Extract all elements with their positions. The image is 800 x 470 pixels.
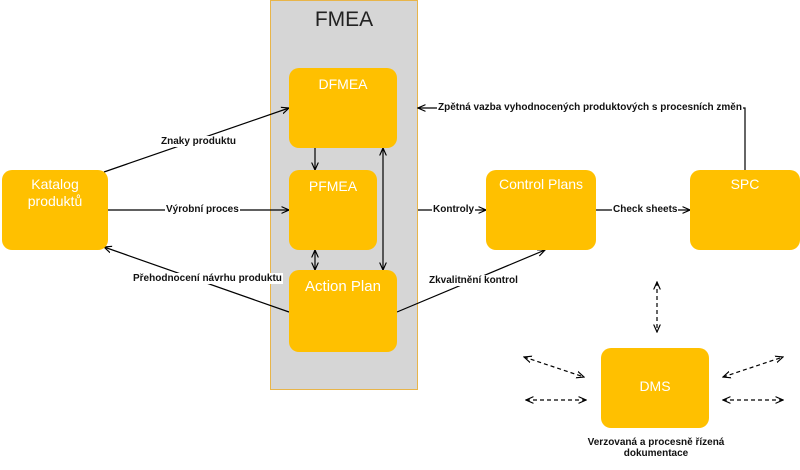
label-znaky-produktu: Znaky produktu — [160, 136, 238, 147]
label-prehodnoceni: Přehodnocení návrhu produktu — [132, 273, 283, 284]
label-vyrobni-proces: Výrobní proces — [165, 204, 240, 215]
dms-caption-line1: Verzovaná a procesně řízená — [587, 437, 725, 448]
dashed-arrow-dms-left-upper — [524, 357, 584, 377]
fmea-title: FMEA — [314, 8, 374, 31]
spc-box: SPC — [690, 170, 800, 250]
label-kontroly: Kontroly — [432, 204, 476, 215]
label-check-sheets: Check sheets — [612, 204, 679, 215]
spc-label: SPC — [730, 176, 760, 192]
dms-label: DMS — [639, 378, 671, 394]
dms-caption-line2: dokumentace — [623, 448, 689, 459]
control-plans-box: Control Plans — [486, 170, 596, 250]
pfmea-box: PFMEA — [289, 170, 377, 250]
dfmea-box: DFMEA — [289, 68, 397, 148]
action-plan-label: Action Plan — [305, 278, 381, 295]
dms-box: DMS — [601, 348, 709, 428]
label-zkvalitneni: Zkvalitnění kontrol — [428, 275, 519, 286]
katalog-label-line1: Katalog — [31, 176, 79, 192]
action-plan-box: Action Plan — [289, 270, 397, 352]
pfmea-label: PFMEA — [308, 178, 358, 194]
control-plans-label: Control Plans — [498, 176, 584, 192]
katalog-produktu-box: Katalog produktů — [2, 170, 108, 250]
katalog-label-line2: produktů — [27, 193, 83, 209]
arrow-feedback — [418, 108, 746, 170]
label-zpetna-vazba: Zpětná vazba vyhodnocených produktových … — [437, 102, 743, 113]
label-dms-caption: Verzovaná a procesně řízená dokumentace — [575, 437, 737, 459]
dfmea-label: DFMEA — [318, 76, 368, 92]
dashed-arrow-dms-right-upper — [723, 357, 783, 377]
